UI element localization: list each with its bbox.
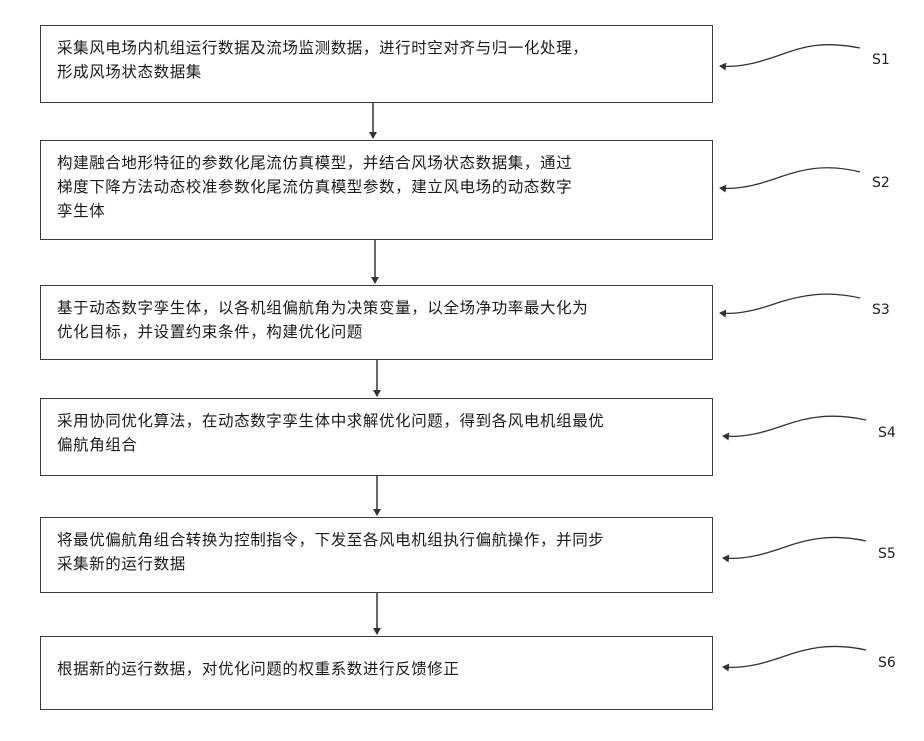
step-box-s6: 根据新的运行数据，对优化问题的权重系数进行反馈修正	[40, 636, 713, 710]
leader-line-s5	[723, 537, 866, 558]
step-label-s3: S3	[872, 302, 890, 318]
step-label-s2: S2	[872, 175, 890, 191]
step-text-s2: 构建融合地形特征的参数化尾流仿真模型，并结合风场状态数据集，通过 梯度下降方法动…	[57, 151, 698, 223]
step-label-s6: S6	[878, 655, 896, 671]
step-box-s2: 构建融合地形特征的参数化尾流仿真模型，并结合风场状态数据集，通过 梯度下降方法动…	[40, 140, 713, 240]
step-text-s4: 采用协同优化算法，在动态数字孪生体中求解优化问题，得到各风电机组最优 偏航角组合	[57, 409, 698, 457]
step-box-s1: 采集风电场内机组运行数据及流场监测数据，进行时空对齐与归一化处理， 形成风场状态…	[40, 25, 713, 103]
leader-line-s1	[720, 45, 860, 67]
step-box-s3: 基于动态数字孪生体，以各机组偏航角为决策变量，以全场净功率最大化为 优化目标，并…	[40, 285, 713, 360]
step-label-s1: S1	[872, 52, 890, 68]
leader-line-s3	[720, 294, 860, 313]
step-box-s4: 采用协同优化算法，在动态数字孪生体中求解优化问题，得到各风电机组最优 偏航角组合	[40, 398, 713, 476]
step-text-s6: 根据新的运行数据，对优化问题的权重系数进行反馈修正	[57, 647, 698, 681]
step-text-s3: 基于动态数字孪生体，以各机组偏航角为决策变量，以全场净功率最大化为 优化目标，并…	[57, 296, 698, 344]
leader-line-s4	[723, 416, 866, 436]
step-box-s5: 将最优偏航角组合转换为控制指令，下发至各风电机组执行偏航操作，并同步 采集新的运…	[40, 517, 713, 593]
leader-line-s2	[720, 168, 860, 189]
leader-line-s6	[723, 646, 866, 667]
step-text-s5: 将最优偏航角组合转换为控制指令，下发至各风电机组执行偏航操作，并同步 采集新的运…	[57, 528, 698, 576]
step-label-s4: S4	[878, 425, 896, 441]
step-label-s5: S5	[878, 546, 896, 562]
step-text-s1: 采集风电场内机组运行数据及流场监测数据，进行时空对齐与归一化处理， 形成风场状态…	[57, 36, 698, 84]
